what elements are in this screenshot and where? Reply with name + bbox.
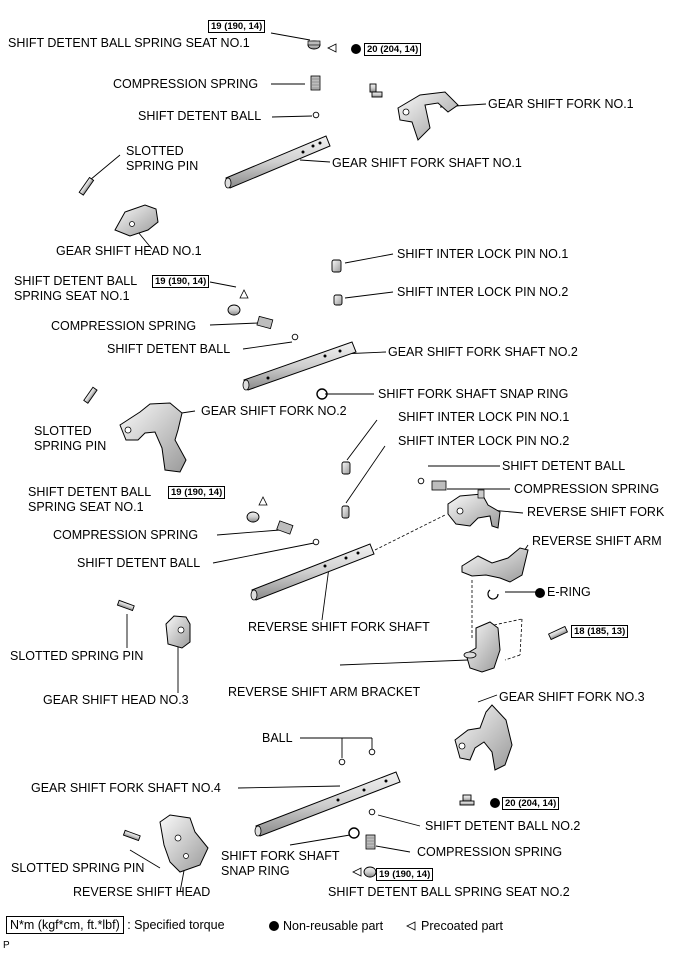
label-detent-ball-3: SHIFT DETENT BALL [77, 556, 201, 570]
label-reverse-shift-head: REVERSE SHIFT HEAD [73, 885, 211, 899]
seat-no1-top [307, 40, 321, 50]
label-detent-ball-1: SHIFT DETENT BALL [138, 109, 262, 123]
torque-spec-2: 20 (204, 14) [364, 43, 422, 56]
detent-balls [291, 111, 425, 816]
label-seat-no1-top: SHIFT DETENT BALL SPRING SEAT NO.1 [8, 36, 250, 50]
label-ball: BALL [262, 731, 293, 745]
torque-spec-4: 19 (190, 14) [168, 486, 226, 499]
gear-shift-head-no3 [165, 615, 191, 649]
torque-spec-6: 20 (204, 14) [502, 797, 560, 810]
gear-shift-fork-no2 [119, 402, 187, 473]
label-detent-ball-rev: SHIFT DETENT BALL [502, 459, 626, 473]
label-detent-ball-no2: SHIFT DETENT BALL NO.2 [425, 819, 581, 833]
legend-torque-box: N*m (kgf*cm, ft.*lbf) [6, 916, 124, 934]
gear-shift-fork-shaft-no4 [254, 771, 401, 837]
legend-precoated: Precoated part [421, 919, 503, 933]
label-gear-shift-head-no1: GEAR SHIFT HEAD NO.1 [56, 244, 202, 258]
snap-rings [316, 388, 499, 839]
label-seat-no1-mid: SHIFT DETENT BALL SPRING SEAT NO.1 [14, 274, 138, 303]
reverse-shift-arm-bracket [463, 621, 501, 673]
alignment-lines [374, 514, 523, 661]
label-compression-spring-rev: COMPRESSION SPRING [514, 482, 660, 496]
legend-nonreusable: Non-reusable part [283, 919, 384, 933]
bolts [369, 83, 569, 806]
label-compression-spring-1: COMPRESSION SPRING [113, 77, 259, 91]
page-marker: P [3, 940, 10, 951]
seat-no2 [363, 866, 377, 878]
torque-spec-1: 19 (190, 14) [208, 20, 266, 33]
gear-shift-fork-shaft-no2 [242, 341, 357, 391]
label-reverse-shift-fork: REVERSE SHIFT FORK [527, 505, 665, 519]
label-compression-spring-4: COMPRESSION SPRING [417, 845, 563, 859]
label-gear-shift-fork-shaft-no1: GEAR SHIFT FORK SHAFT NO.1 [332, 156, 522, 170]
label-interlock-pin-no2-a: SHIFT INTER LOCK PIN NO.2 [397, 285, 569, 299]
reverse-shift-fork [447, 489, 501, 529]
slotted-pins [78, 176, 141, 842]
label-gear-shift-head-no3: GEAR SHIFT HEAD NO.3 [43, 693, 189, 707]
label-gear-shift-fork-shaft-no4: GEAR SHIFT FORK SHAFT NO.4 [31, 781, 221, 795]
label-gear-shift-fork-shaft-no2: GEAR SHIFT FORK SHAFT NO.2 [388, 345, 578, 359]
label-gear-shift-fork-no1: GEAR SHIFT FORK NO.1 [488, 97, 634, 111]
legend-torque: N*m (kgf*cm, ft.*lbf) : Specified torque [6, 916, 225, 934]
label-compression-spring-3: COMPRESSION SPRING [53, 528, 199, 542]
label-gear-shift-fork-no2: GEAR SHIFT FORK NO.2 [201, 404, 347, 418]
label-reverse-shift-fork-shaft: REVERSE SHIFT FORK SHAFT [248, 620, 430, 634]
seat-no1-low [246, 511, 260, 523]
label-seat-no1-low: SHIFT DETENT BALL SPRING SEAT NO.1 [28, 485, 152, 514]
legend-torque-desc: : Specified torque [127, 918, 225, 932]
spring-coils [311, 78, 375, 848]
precoated-marks [239, 43, 416, 931]
label-compression-spring-2: COMPRESSION SPRING [51, 319, 197, 333]
label-snap-ring-1: SHIFT FORK SHAFT SNAP RING [378, 387, 569, 401]
gear-shift-head-no1 [114, 204, 159, 237]
interlock-pins [331, 259, 351, 519]
seat-no1-mid [227, 304, 241, 316]
label-reverse-shift-arm-bracket: REVERSE SHIFT ARM BRACKET [228, 685, 421, 699]
torque-spec-7: 19 (190, 14) [376, 868, 434, 881]
label-interlock-pin-no2-b: SHIFT INTER LOCK PIN NO.2 [398, 434, 570, 448]
reverse-shift-fork-shaft [250, 543, 375, 601]
label-interlock-pin-no1-a: SHIFT INTER LOCK PIN NO.1 [397, 247, 569, 261]
label-slotted-spring-pin-3: SLOTTED SPRING PIN [10, 649, 144, 663]
label-seat-no2: SHIFT DETENT BALL SPRING SEAT NO.2 [328, 885, 570, 899]
label-interlock-pin-no1-b: SHIFT INTER LOCK PIN NO.1 [398, 410, 570, 424]
label-snap-ring-2: SHIFT FORK SHAFT SNAP RING [221, 849, 340, 878]
label-slotted-spring-pin-4: SLOTTED SPRING PIN [11, 861, 145, 875]
gear-shift-fork-no1 [397, 91, 459, 141]
label-gear-shift-fork-no3: GEAR SHIFT FORK NO.3 [499, 690, 645, 704]
label-slotted-spring-pin-1: SLOTTED SPRING PIN [126, 144, 199, 173]
gear-shift-fork-shaft-no1 [224, 135, 331, 189]
label-detent-ball-2: SHIFT DETENT BALL [107, 342, 231, 356]
torque-spec-5: 18 (185, 13) [571, 625, 629, 638]
compression-springs [256, 75, 447, 850]
reverse-shift-arm [461, 547, 529, 583]
torque-spec-3: 19 (190, 14) [152, 275, 210, 288]
label-e-ring: E-RING [547, 585, 591, 599]
label-reverse-shift-arm: REVERSE SHIFT ARM [532, 534, 662, 548]
label-slotted-spring-pin-2: SLOTTED SPRING PIN [34, 424, 107, 453]
non-reusable-dots [269, 44, 545, 931]
gear-shift-fork-no3 [454, 704, 513, 771]
reverse-shift-head [159, 814, 209, 873]
